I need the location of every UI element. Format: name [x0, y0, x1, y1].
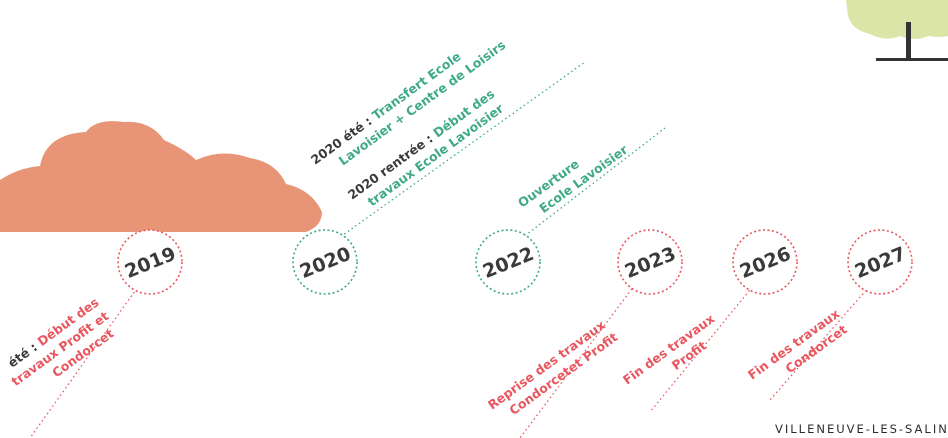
tree-icon: [846, 0, 948, 61]
event-2023: Reprise des travaux Condorcetet Profit: [485, 317, 620, 418]
cloud-shape: [0, 121, 322, 232]
connectors: [29, 61, 876, 438]
footer-caption: VILLENEUVE-LES-SALIN: [775, 422, 948, 436]
event-text: Reprise des travaux: [485, 317, 608, 412]
event-2027: Fin des travaux Condorcet: [745, 306, 850, 382]
milestone-2019: 2019: [117, 229, 183, 295]
milestone-2023: 2023: [617, 229, 683, 295]
milestone-2020: 2020: [292, 229, 358, 295]
event-2022: Ouverture Ecole Lavoisier: [515, 141, 631, 216]
event-2019: été : Début des travaux Profit et Condor…: [5, 294, 117, 388]
milestone-2027: 2027: [847, 229, 913, 295]
milestone-2026: 2026: [732, 229, 798, 295]
milestone-2022: 2022: [475, 229, 541, 295]
event-2026: Fin des travaux Profit: [620, 311, 717, 387]
